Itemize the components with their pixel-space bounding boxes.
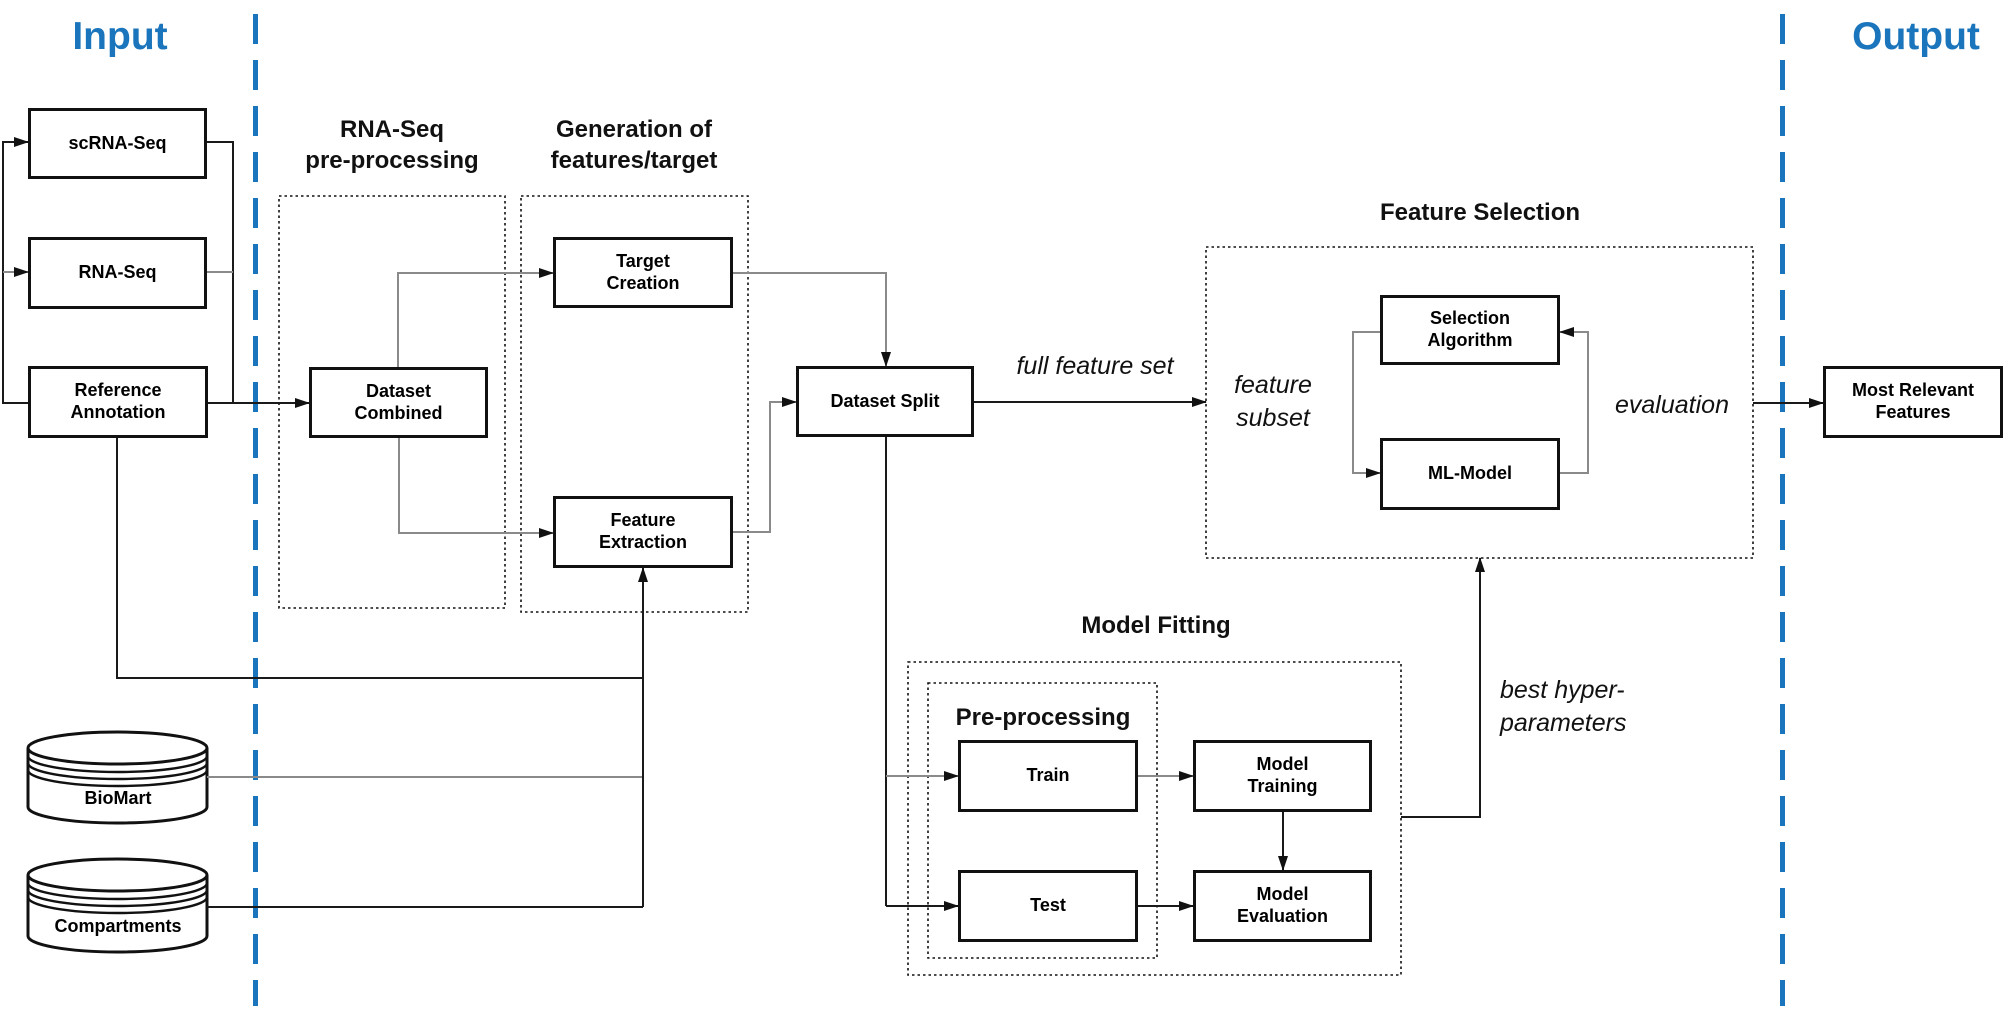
node-train: Train [958, 740, 1138, 812]
section-title-rnaseq-preprocessing: RNA-Seq pre-processing [305, 116, 479, 174]
node-target-creation: Target Creation [553, 237, 733, 308]
label-evaluation: evaluation [1615, 391, 1729, 419]
output-phase-title: Output [1852, 15, 1980, 58]
generation-dotted-box [520, 195, 749, 613]
section-title-model-fitting: Model Fitting [1081, 612, 1231, 639]
node-model-training: Model Training [1193, 740, 1372, 812]
edge-datasetcombined-to-featureextraction [398, 438, 554, 538]
section-title-preprocessing-inner: Pre-processing [955, 704, 1131, 731]
node-rna-seq: RNA-Seq [28, 237, 207, 309]
edge-selection-to-mlmodel [1352, 331, 1381, 478]
compartments-database-label: Compartments [54, 916, 182, 936]
node-feature-extraction: Feature Extraction [553, 496, 733, 568]
edge-best-hyperparameters [1401, 557, 1485, 818]
node-test: Test [958, 870, 1138, 942]
node-dataset-combined: Dataset Combined [309, 367, 488, 438]
biomart-database-icon [26, 730, 209, 825]
node-scrna-seq: scRNA-Seq [28, 108, 207, 179]
node-dataset-split: Dataset Split [796, 366, 974, 437]
node-ml-model: ML-Model [1380, 438, 1560, 510]
edge-scrnaseq-merge [207, 141, 234, 403]
node-model-evaluation: Model Evaluation [1193, 870, 1372, 942]
edge-featureextraction-to-datasetsplit [733, 397, 797, 533]
node-selection-algorithm: Selection Algorithm [1380, 295, 1560, 365]
edge-mlmodel-to-selection [1559, 327, 1589, 474]
label-best-hyperparameters: best hyper- parameters [1500, 676, 1627, 737]
biomart-database-label: BioMart [84, 788, 152, 808]
section-title-feature-selection: Feature Selection [1379, 199, 1581, 226]
node-reference-annotation: Reference Annotation [28, 366, 208, 438]
label-full-feature-set: full feature set [1016, 352, 1174, 380]
input-phase-title: Input [72, 15, 168, 58]
model-fitting-dotted-box [907, 661, 1402, 976]
edge-targetcreation-to-datasetsplit [733, 272, 891, 367]
node-most-relevant-features: Most Relevant Features [1823, 366, 2003, 438]
label-feature-subset: feature subset [1234, 371, 1312, 432]
edge-refannotation-to-featureextraction [116, 438, 643, 679]
edge-datasetcombined-to-targetcreation [397, 268, 554, 367]
compartments-database-icon [26, 857, 209, 954]
section-title-generation: Generation of features/target [550, 116, 718, 174]
preprocessing-inner-dotted-box [927, 682, 1158, 959]
